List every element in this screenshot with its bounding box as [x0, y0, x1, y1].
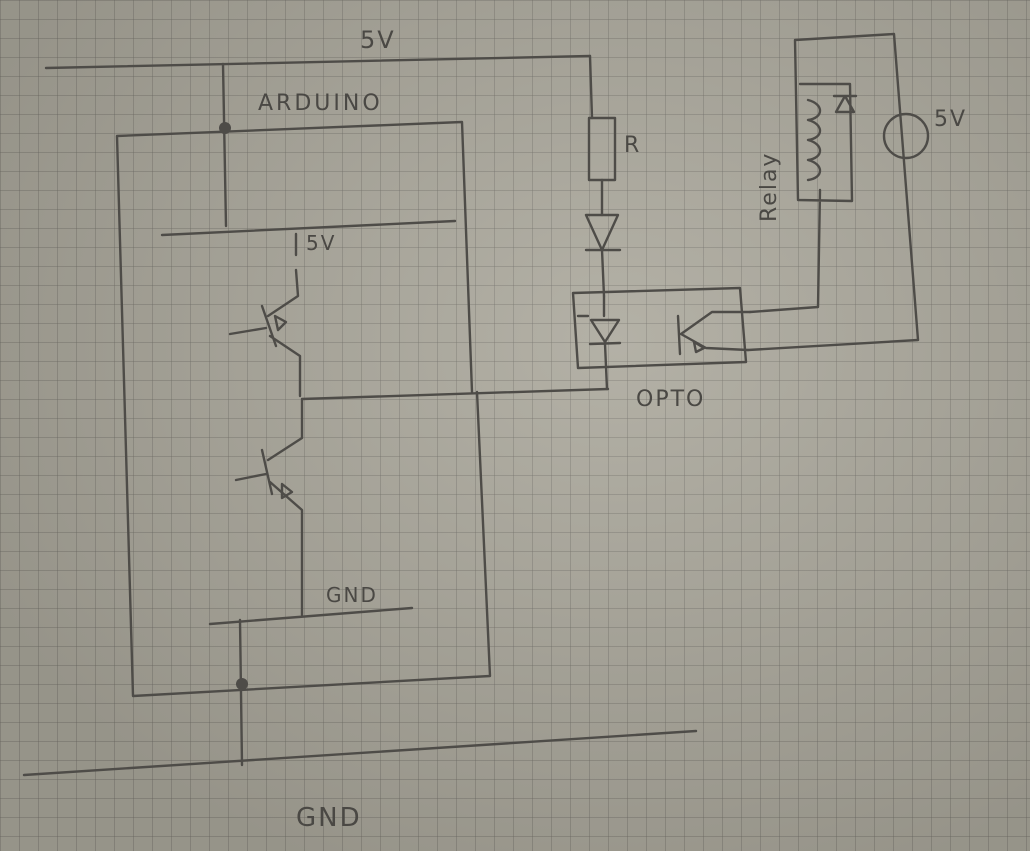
top-5v-label: 5V — [360, 26, 396, 54]
opto-phototransistor-symbol — [676, 310, 752, 356]
opto-led-symbol — [588, 294, 622, 391]
resistor-feed-wire — [588, 54, 594, 120]
resistor-symbol — [587, 116, 617, 182]
relay-5v-label: 5V — [934, 107, 967, 132]
resistor-label: R — [624, 133, 641, 158]
internal-5v-label: 5V — [306, 231, 336, 255]
ground-drop-wire — [238, 618, 244, 767]
output-wire — [300, 387, 610, 401]
upper-transistor-symbol — [228, 268, 302, 398]
relay-loop-wire — [746, 32, 920, 352]
flyback-diode-symbol — [832, 94, 858, 114]
relay-label: Relay — [757, 152, 782, 222]
opto-box — [571, 286, 748, 370]
arduino-label: ARDUINO — [258, 91, 383, 116]
internal-gnd-bar — [208, 606, 414, 626]
bottom-gnd-label: GND — [296, 803, 362, 833]
upper-transistor-arrow — [273, 314, 288, 332]
top-5v-rail — [44, 54, 592, 70]
lower-transistor-arrow — [280, 482, 294, 500]
internal-gnd-label: GND — [326, 583, 378, 607]
internal-5v-bar — [160, 219, 457, 237]
bottom-junction-dot — [236, 678, 248, 690]
relay-coil-symbol — [806, 98, 822, 182]
lower-transistor-symbol — [234, 398, 304, 617]
arduino-outline — [115, 120, 492, 698]
relay-supply-symbol — [882, 112, 930, 160]
opto-transistor-arrow — [692, 340, 706, 354]
series-diode-symbol — [584, 213, 622, 298]
opto-label: OPTO — [636, 387, 705, 412]
rail-to-arduino-wire — [221, 62, 228, 228]
bottom-gnd-rail — [22, 729, 698, 777]
